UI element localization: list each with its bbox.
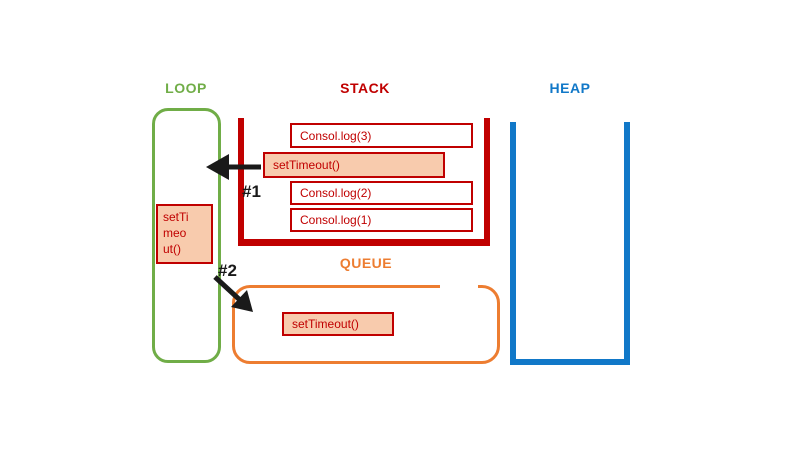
queue-opening bbox=[440, 282, 478, 292]
loop-settimeout-box: setTi meo ut() bbox=[156, 204, 213, 264]
stack-frame-consol-log-1: Consol.log(1) bbox=[290, 208, 473, 232]
heap-title: HEAP bbox=[549, 80, 591, 96]
stack-container bbox=[238, 118, 490, 246]
stack-frame-settimeout: setTimeout() bbox=[263, 152, 445, 178]
arrow-2-label: #2 bbox=[218, 261, 237, 280]
stack-frame-consol-log-2: Consol.log(2) bbox=[290, 181, 473, 205]
heap-container bbox=[510, 122, 630, 365]
stack-title: STACK bbox=[340, 80, 390, 96]
queue-settimeout-box: setTimeout() bbox=[282, 312, 394, 336]
queue-title: QUEUE bbox=[339, 255, 393, 271]
arrow-1-label: #1 bbox=[242, 182, 261, 201]
loop-title: LOOP bbox=[165, 80, 207, 96]
stack-frame-consol-log-3: Consol.log(3) bbox=[290, 123, 473, 148]
